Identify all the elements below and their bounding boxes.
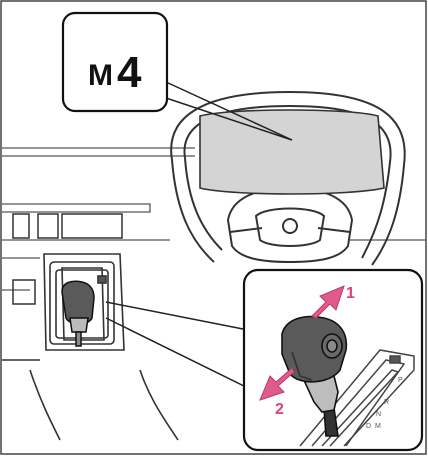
gate-letter-n: N: [376, 411, 381, 418]
step-number-2: 2: [275, 401, 284, 418]
gate-letter-d: D: [366, 423, 371, 430]
callout-value: 4: [117, 48, 142, 97]
gate-letter-m: M: [375, 423, 381, 430]
callout-prefix: M: [88, 59, 113, 92]
meter-display: [200, 110, 384, 194]
callout-bubble: [63, 13, 167, 111]
gate-letter-r: R: [384, 399, 389, 406]
gate-letter-p: P: [398, 377, 403, 384]
step-number-1: 1: [346, 285, 355, 302]
